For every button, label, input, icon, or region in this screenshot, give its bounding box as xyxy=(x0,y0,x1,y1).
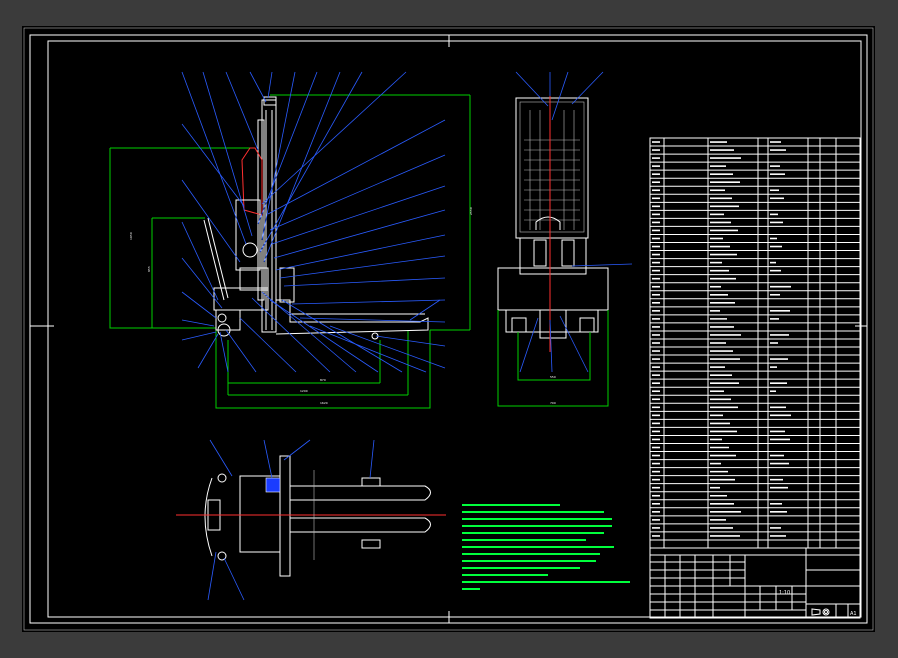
front-view: 550 700 xyxy=(497,71,633,407)
svg-text:550: 550 xyxy=(550,375,556,379)
svg-text:2550: 2550 xyxy=(469,207,473,215)
svg-text:700: 700 xyxy=(550,401,556,405)
side-view: 1950 955 2550 1620 1200 870 xyxy=(109,71,473,409)
svg-text:955: 955 xyxy=(147,266,151,272)
title-block: 1:10 A1 xyxy=(649,547,861,619)
scale-value: 1:10 xyxy=(779,590,790,596)
sheet-size: A1 xyxy=(850,611,857,617)
svg-text:1200: 1200 xyxy=(300,389,308,393)
svg-text:870: 870 xyxy=(320,378,326,382)
sheet-border xyxy=(23,27,874,631)
top-view xyxy=(176,439,446,601)
projection-symbol xyxy=(822,608,830,616)
parts-list-table xyxy=(649,137,861,549)
top-leaders xyxy=(207,439,375,601)
drawing-sheet xyxy=(22,26,875,632)
front-leaders xyxy=(515,71,633,373)
technical-notes xyxy=(462,504,630,590)
side-leaders xyxy=(181,71,446,373)
svg-text:1620: 1620 xyxy=(320,401,328,405)
svg-text:1950: 1950 xyxy=(129,232,133,240)
inner-frame xyxy=(47,40,862,618)
